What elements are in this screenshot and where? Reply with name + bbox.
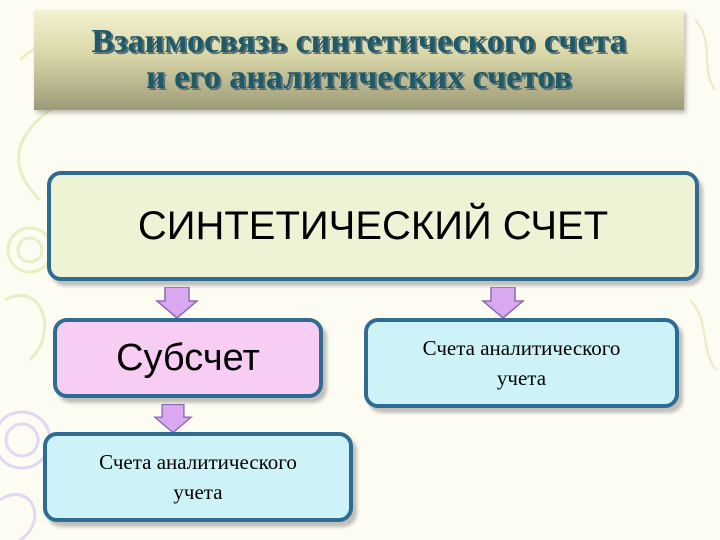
analytic-accounts-line-2: учета xyxy=(423,363,621,393)
analytic-accounts-box: Счета аналитического учета xyxy=(364,318,679,408)
analytic-accounts-line-1: Счета аналитического xyxy=(99,447,297,477)
title-line-2: и его аналитических счетов xyxy=(34,60,684,96)
synthetic-account-label: СИНТЕТИЧЕСКИЙ СЧЕТ xyxy=(138,204,608,249)
analytic-accounts-line-1: Счета аналитического xyxy=(423,333,621,363)
analytic-accounts-line-2: учета xyxy=(99,477,297,507)
arrow-down-icon xyxy=(153,404,193,434)
synthetic-account-box: СИНТЕТИЧЕСКИЙ СЧЕТ xyxy=(47,171,699,281)
subaccount-box: Субсчет xyxy=(53,318,323,398)
arrow-down-icon xyxy=(155,287,199,319)
title-line-1: Взаимосвязь синтетического счета xyxy=(34,24,684,60)
subaccount-analytic-accounts-box: Счета аналитического учета xyxy=(43,432,353,522)
arrow-down-icon xyxy=(481,287,525,319)
subaccount-label: Субсчет xyxy=(116,337,260,380)
slide-title: Взаимосвязь синтетического счета и его а… xyxy=(34,24,684,96)
